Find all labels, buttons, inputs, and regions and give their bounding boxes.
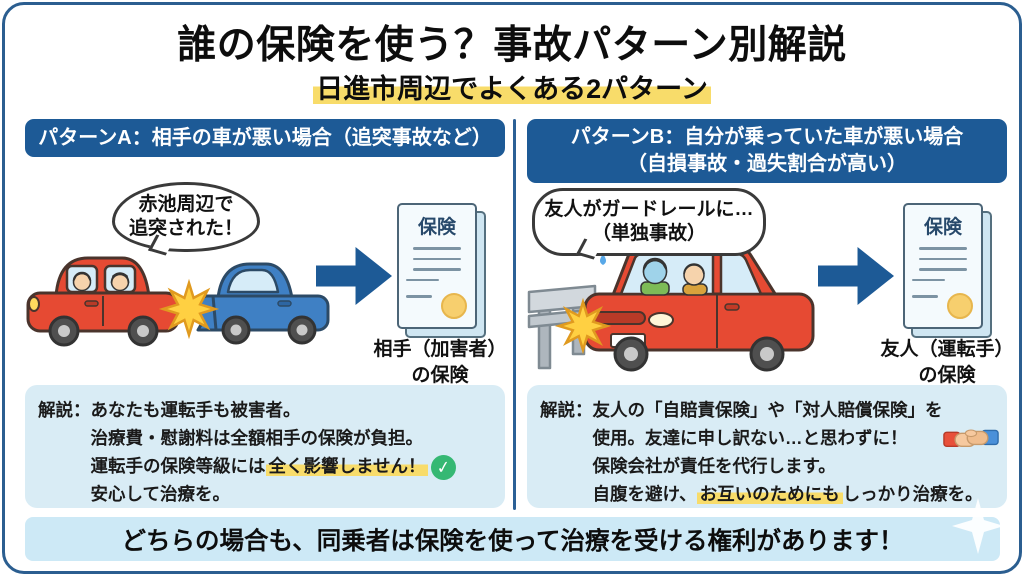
red-car-front-wheels [613,336,785,372]
document-line [919,257,967,260]
pattern-a-speech-bubble: 赤池周辺で 追突された！ [112,182,260,252]
right-arrow-icon [818,247,894,305]
sparkle-watermark-icon [952,498,1004,554]
pattern-b-header-line2: （自損事故・過失割合が高い） [627,153,907,175]
red-car-front-icon [583,244,815,352]
page-title: 誰の保険を使う？事故パターン別解説 [177,24,847,67]
document-line [919,247,967,250]
footer-banner-text: どちらの場合も、同乗者は保険を使って治療を受ける権利があります！ [121,527,904,555]
explanation-line3-text: 運転手の保険等級には [90,456,266,476]
caption-a-line1: 相手（加害者） [373,339,507,360]
bubble-a-line1: 赤池周辺で [138,193,234,215]
pattern-a-document-caption: 相手（加害者） の保険 [365,337,515,388]
bubble-b-line1: 友人がガードレールに… [544,198,754,220]
explanation-line: あなたも運転手も被害者。 [90,400,301,420]
caption-b-line2: の保険 [918,364,976,386]
driver-and-passenger-icon [72,271,130,292]
document-front-page: 保険 [397,203,477,329]
document-line [406,295,432,298]
explanation-prefix: 解説： [38,400,91,420]
explanation-line3-highlight: 全く影響しません！ [265,456,429,476]
document-label: 保険 [923,217,962,238]
red-car-icon [26,256,180,333]
pattern-b-explanation-box: 解説： 友人の「自賠責保険」や「対人賠償保険」を 使用。友達に申し訳ない…と思わ… [527,385,1007,508]
explanation-line4-tail: しっかり治療を。 [842,484,983,504]
check-icon: ✓ [429,453,459,482]
document-front-page: 保険 [903,203,983,329]
explanation-line: 安心して治療を。 [90,484,230,504]
explanation-line4-text: 自腹を避け、 [592,484,697,504]
panel-divider [513,119,516,510]
caption-b-line1: 友人（運転手） [880,339,1014,360]
bubble-a-line2: 追突された！ [128,218,243,239]
page-subtitle: 日進市周辺でよくある2パターン [0,67,1024,106]
blue-car-icon [188,262,330,345]
worried-driver-and-passenger-icon [640,257,708,296]
explanation-line: 友人の「自賠責保険」や「対人賠償保険」を [592,400,943,420]
explanation-line: 治療費・慰謝料は全額相手の保険が負担。 [90,428,424,448]
document-line [406,278,440,281]
pattern-b-document-caption: 友人（運転手） の保険 [872,337,1022,388]
crash-star-icon [554,297,612,355]
document-line [413,268,461,271]
document-label: 保険 [417,217,456,238]
insurance-document-icon: 保険 [397,203,486,338]
document-line [413,247,461,250]
explanation-line: 自腹を避け、お互いのためにもしっかり治療を。 [593,480,1000,508]
subtitle-highlight: 日進市周辺でよくある2パターン [313,74,711,104]
seal-icon [441,293,467,319]
document-line [912,295,938,298]
crash-star-icon [158,278,220,340]
explanation-line: 保険会社が責任を代行します。 [592,456,836,476]
document-line [413,257,461,260]
explanation-line: 運転手の保険等級には全く影響しません！✓ [90,452,498,482]
caption-a-line2: の保険 [411,364,469,386]
pattern-a-header-text: パターンA：相手の車が悪い場合（追突事故など） [38,126,492,149]
explanation-line4-highlight: お互いのためにも [696,484,843,504]
document-line [912,278,946,281]
explanation-body: あなたも運転手も被害者。 治療費・慰謝料は全額相手の保険が負担。 運転手の保険等… [91,396,498,508]
document-line [919,268,967,271]
pattern-a-explanation-box: 解説： あなたも運転手も被害者。 治療費・慰謝料は全額相手の保険が負担。 運転手… [25,385,505,508]
pattern-b-header: パターンB：自分が乗っていた車が悪い場合 （自損事故・過失割合が高い） [527,119,1007,183]
bubble-b-line2: （単独事故） [591,223,706,244]
handshake-icon [943,429,999,448]
explanation-line: 使用。友達に申し訳ない…と思わずに！ [592,428,908,448]
footer-banner: どちらの場合も、同乗者は保険を使って治療を受ける権利があります！ [25,517,1000,561]
explanation-prefix: 解説： [540,400,593,420]
pattern-a-header: パターンA：相手の車が悪い場合（追突事故など） [25,119,505,157]
insurance-document-icon: 保険 [903,203,992,338]
rear-end-collision-illustration [26,256,330,347]
explanation-body: 友人の「自賠責保険」や「対人賠償保険」を 使用。友達に申し訳ない…と思わずに！ … [593,396,1000,508]
red-car-wheels [48,315,159,347]
pattern-b-header-line1: パターンB：自分が乗っていた車が悪い場合 [570,126,964,148]
pattern-b-speech-bubble: 友人がガードレールに… （単独事故） [532,188,766,256]
seal-icon [947,293,973,319]
